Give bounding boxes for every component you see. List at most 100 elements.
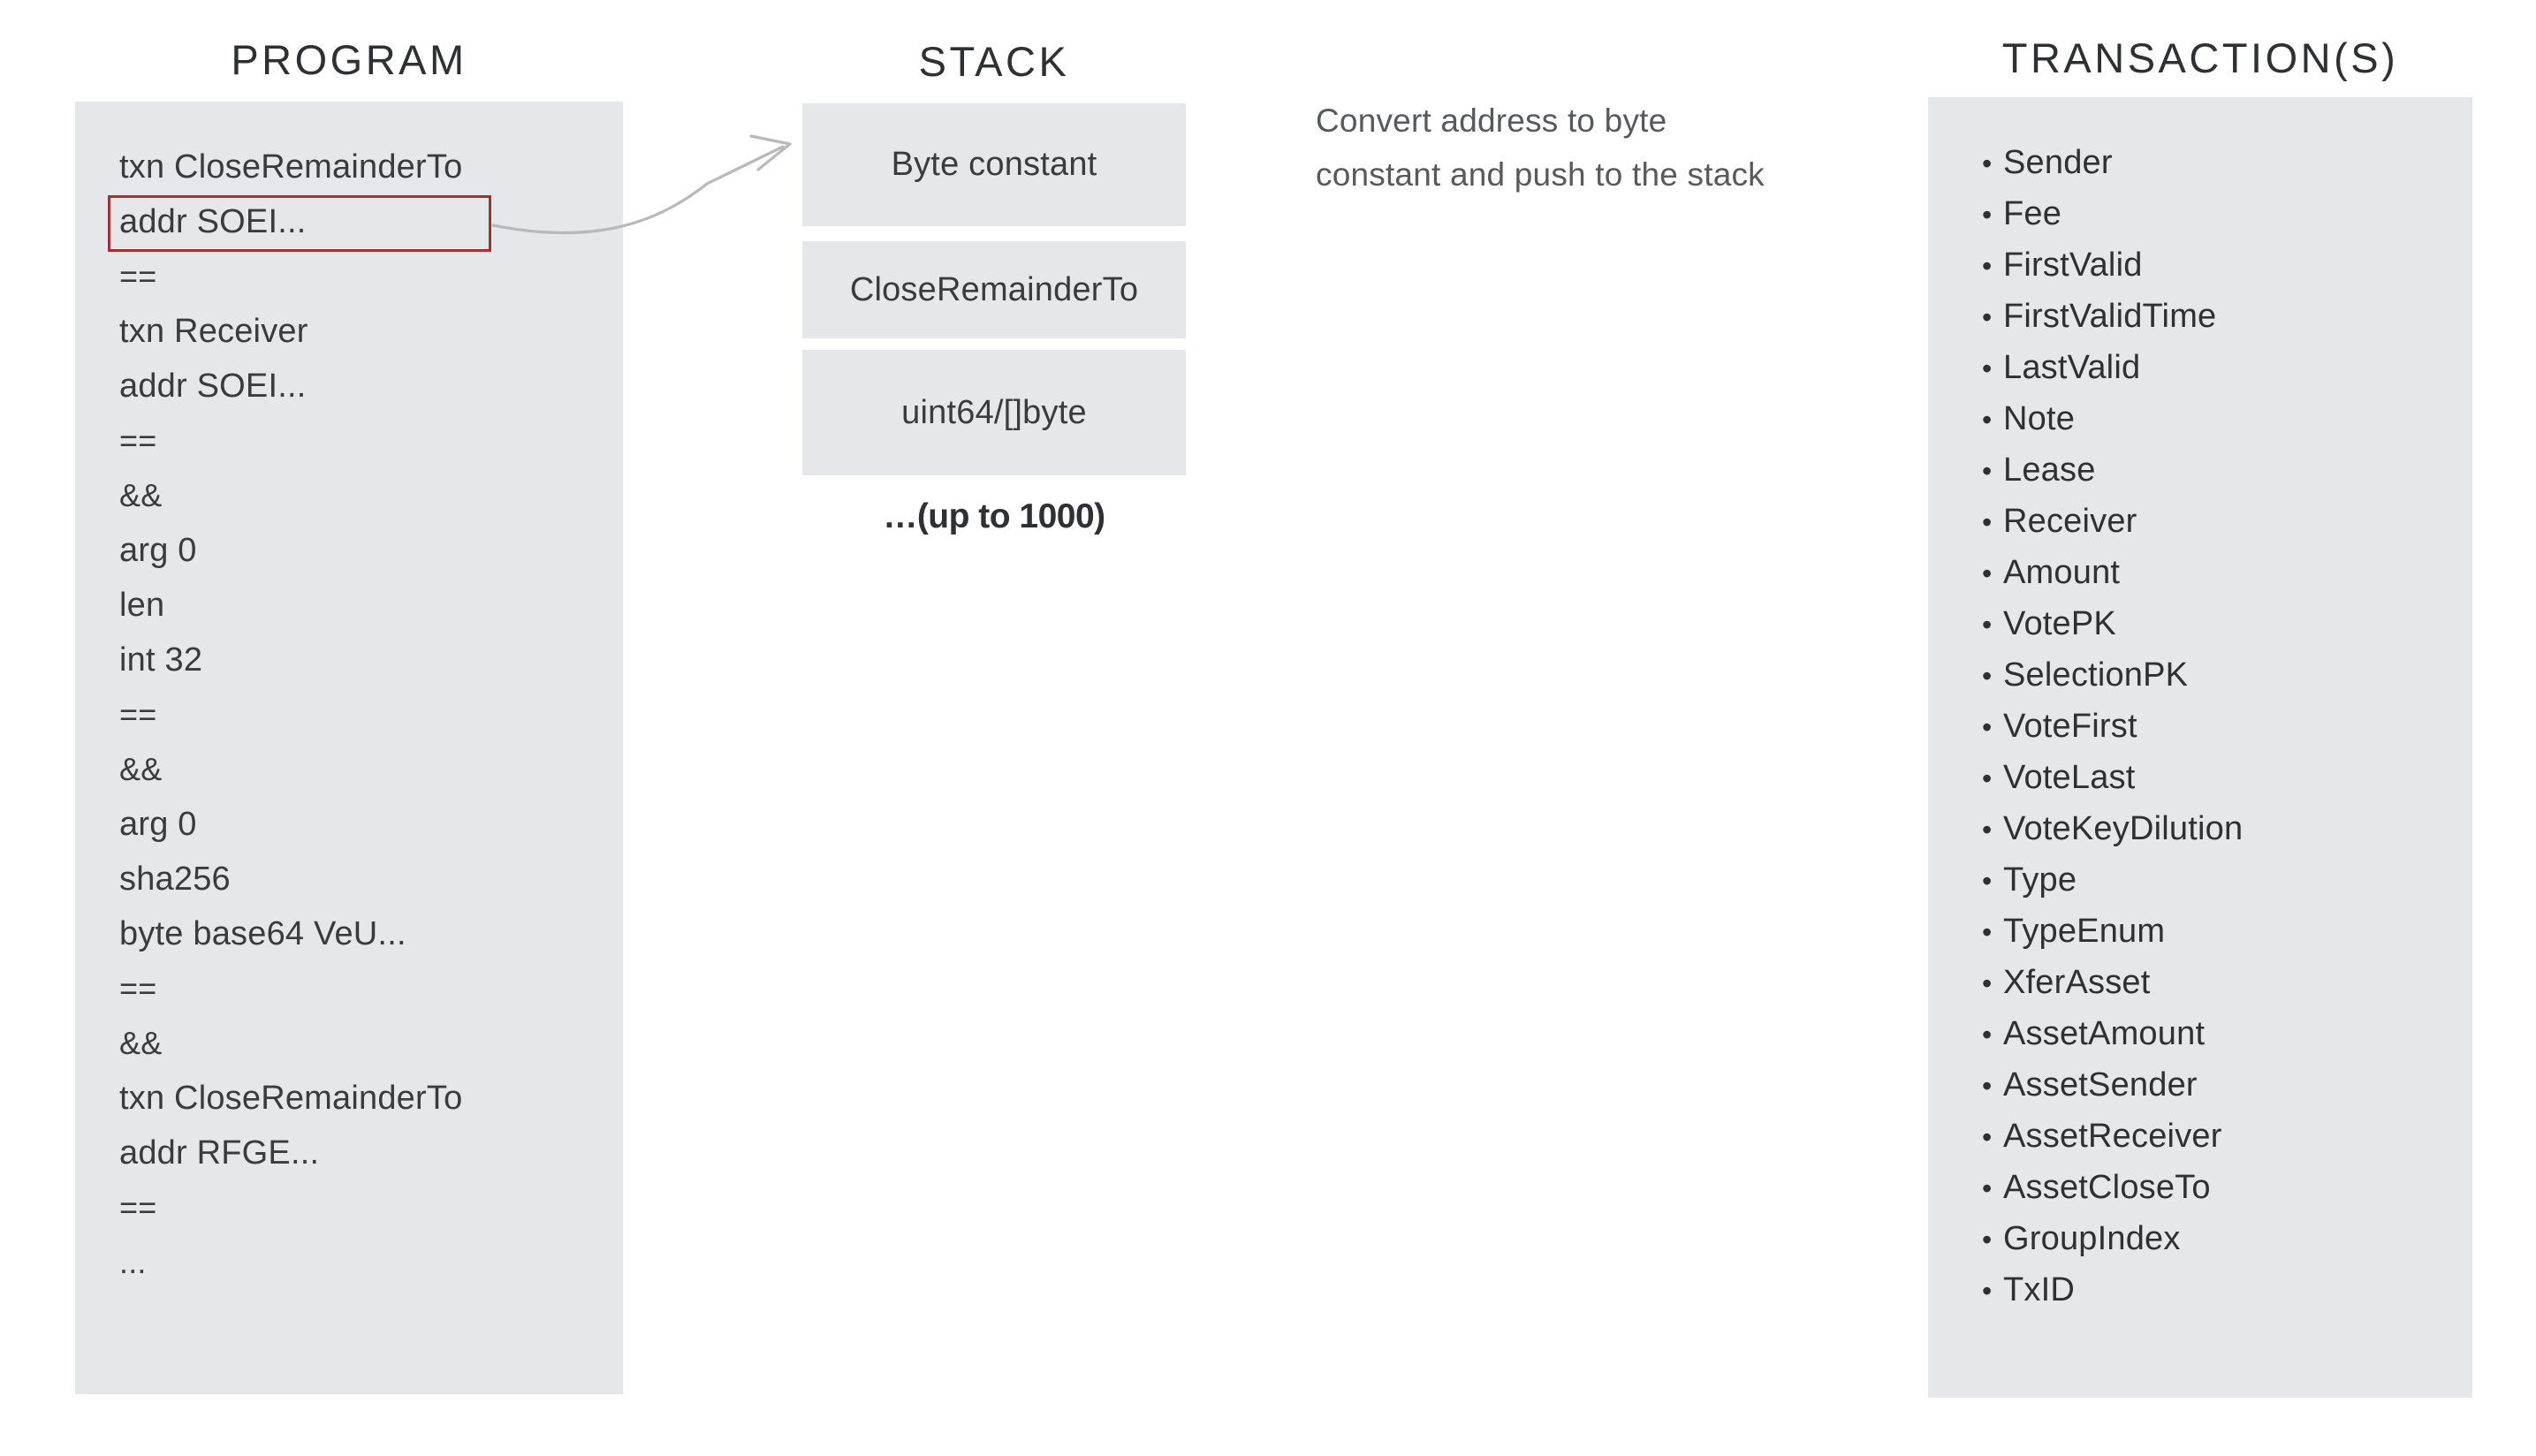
transaction-field-label: TypeEnum xyxy=(2003,913,2166,950)
bullet-icon: • xyxy=(1982,353,1993,384)
transaction-field-label: GroupIndex xyxy=(2003,1220,2181,1257)
bullet-icon: • xyxy=(1982,455,1993,487)
bullet-icon: • xyxy=(1982,660,1993,692)
transaction-field: • GroupIndex xyxy=(1982,1213,2459,1264)
transaction-field-label: AssetReceiver xyxy=(2003,1118,2222,1155)
transaction-field-label: VotePK xyxy=(2003,605,2116,642)
transaction-field: • AssetCloseTo xyxy=(1982,1162,2459,1213)
bullet-icon: • xyxy=(1982,1172,1993,1204)
bullet-icon: • xyxy=(1982,711,1993,743)
transaction-field: • Note xyxy=(1982,393,2459,444)
bullet-icon: • xyxy=(1982,762,1993,794)
bullet-icon: • xyxy=(1982,404,1993,436)
stack-item: CloseRemainderTo xyxy=(802,241,1186,338)
transaction-field: • Amount xyxy=(1982,547,2459,598)
bullet-icon: • xyxy=(1982,1224,1993,1255)
bullet-icon: • xyxy=(1982,1070,1993,1102)
program-code-line: txn CloseRemainderTo xyxy=(119,1080,463,1117)
program-code-line: len xyxy=(119,587,165,624)
program-panel xyxy=(75,102,623,1394)
stack-capacity-note: …(up to 1000) xyxy=(883,497,1105,535)
transaction-field: • VoteLast xyxy=(1982,752,2459,803)
stack-column-title: STACK xyxy=(918,38,1070,85)
program-code-line: int 32 xyxy=(119,641,203,679)
transaction-field: • Lease xyxy=(1982,444,2459,496)
transaction-field: • VoteFirst xyxy=(1982,701,2459,752)
transaction-field-label: AssetAmount xyxy=(2003,1015,2206,1052)
program-code-line: txn CloseRemainderTo xyxy=(119,148,463,186)
bullet-icon: • xyxy=(1982,814,1993,846)
program-code-line: == xyxy=(119,422,157,459)
transaction-field-label: AssetSender xyxy=(2003,1066,2198,1103)
bullet-icon: • xyxy=(1982,865,1993,897)
program-column-title: PROGRAM xyxy=(231,36,467,83)
transaction-field-label: Note xyxy=(2003,400,2076,437)
program-code-line: && xyxy=(119,751,163,787)
program-line-highlight-box xyxy=(108,195,491,252)
program-code-line: == xyxy=(119,258,157,294)
transaction-field: • TypeEnum xyxy=(1982,906,2459,957)
transaction-field: • TxID xyxy=(1982,1264,2459,1316)
annotation-text: Convert address to byte constant and pus… xyxy=(1316,94,1864,201)
transaction-field: • AssetReceiver xyxy=(1982,1111,2459,1162)
transaction-field-label: Amount xyxy=(2003,554,2121,591)
program-code-line: == xyxy=(119,696,157,732)
annotation-line-2: constant and push to the stack xyxy=(1316,156,1765,193)
program-code-line: byte base64 VeU... xyxy=(119,915,406,952)
bullet-icon: • xyxy=(1982,1121,1993,1153)
transaction-field-label: SelectionPK xyxy=(2003,656,2189,694)
transaction-field-label: LastValid xyxy=(2003,349,2141,386)
bullet-icon: • xyxy=(1982,250,1993,282)
transaction-field-label: XferAsset xyxy=(2003,964,2151,1001)
transaction-field-label: Sender xyxy=(2003,144,2113,181)
bullet-icon: • xyxy=(1982,916,1993,948)
program-code-line: addr SOEI... xyxy=(119,368,307,405)
transaction-field: • AssetSender xyxy=(1982,1059,2459,1111)
transaction-field-label: Type xyxy=(2003,861,2077,899)
transactions-column-title: TRANSACTION(S) xyxy=(2001,34,2399,81)
program-to-stack-arrow xyxy=(491,134,792,235)
bullet-icon: • xyxy=(1982,1275,1993,1307)
annotation-line-1: Convert address to byte xyxy=(1316,102,1667,139)
transaction-field-label: TxID xyxy=(2003,1271,2076,1308)
transaction-field: • AssetAmount xyxy=(1982,1008,2459,1059)
transaction-field: •FirstValidTime xyxy=(1982,291,2459,342)
transaction-field-label: Lease xyxy=(2003,451,2096,489)
program-code-line: arg 0 xyxy=(119,532,197,569)
transaction-field: • LastValid xyxy=(1982,342,2459,393)
transaction-field: • XferAsset xyxy=(1982,957,2459,1008)
bullet-icon: • xyxy=(1982,557,1993,589)
transaction-field: • Type xyxy=(1982,854,2459,906)
bullet-icon: • xyxy=(1982,967,1993,999)
program-code-line: addr RFGE... xyxy=(119,1134,320,1172)
program-code-line: && xyxy=(119,1025,163,1061)
transaction-field: • SelectionPK xyxy=(1982,649,2459,701)
bullet-icon: • xyxy=(1982,506,1993,538)
program-code-line: sha256 xyxy=(119,861,231,898)
transaction-field-label: Receiver xyxy=(2003,503,2137,540)
transaction-field-label: AssetCloseTo xyxy=(2003,1169,2211,1206)
transaction-field: •Fee xyxy=(1982,188,2459,239)
transaction-field-label: VoteLast xyxy=(2003,759,2136,796)
program-code-line: == xyxy=(119,970,157,1006)
transaction-field-label: VoteFirst xyxy=(2003,708,2137,745)
bullet-icon: • xyxy=(1982,1019,1993,1050)
bullet-icon: • xyxy=(1982,148,1993,179)
transaction-field: • VoteKeyDilution xyxy=(1982,803,2459,854)
program-code-line: == xyxy=(119,1189,157,1225)
transaction-field-label: VoteKeyDilution xyxy=(2003,810,2244,847)
program-code-line-ellipsis: ... xyxy=(119,1244,147,1280)
program-code-line-highlighted[interactable]: addr SOEI... xyxy=(119,203,307,240)
transaction-field: • FirstValid xyxy=(1982,239,2459,291)
stack-item: Byte constant xyxy=(802,103,1186,226)
program-code-line: txn Receiver xyxy=(119,313,308,350)
transaction-field-label: FirstValidTime xyxy=(2003,298,2217,335)
program-code-line: arg 0 xyxy=(119,806,197,843)
transactions-panel xyxy=(1928,97,2472,1398)
transaction-field: • Receiver xyxy=(1982,496,2459,547)
program-code-line: && xyxy=(119,477,163,513)
bullet-icon: • xyxy=(1982,199,1993,231)
bullet-icon: • xyxy=(1982,609,1993,641)
transaction-field-label: FirstValid xyxy=(2003,246,2143,284)
